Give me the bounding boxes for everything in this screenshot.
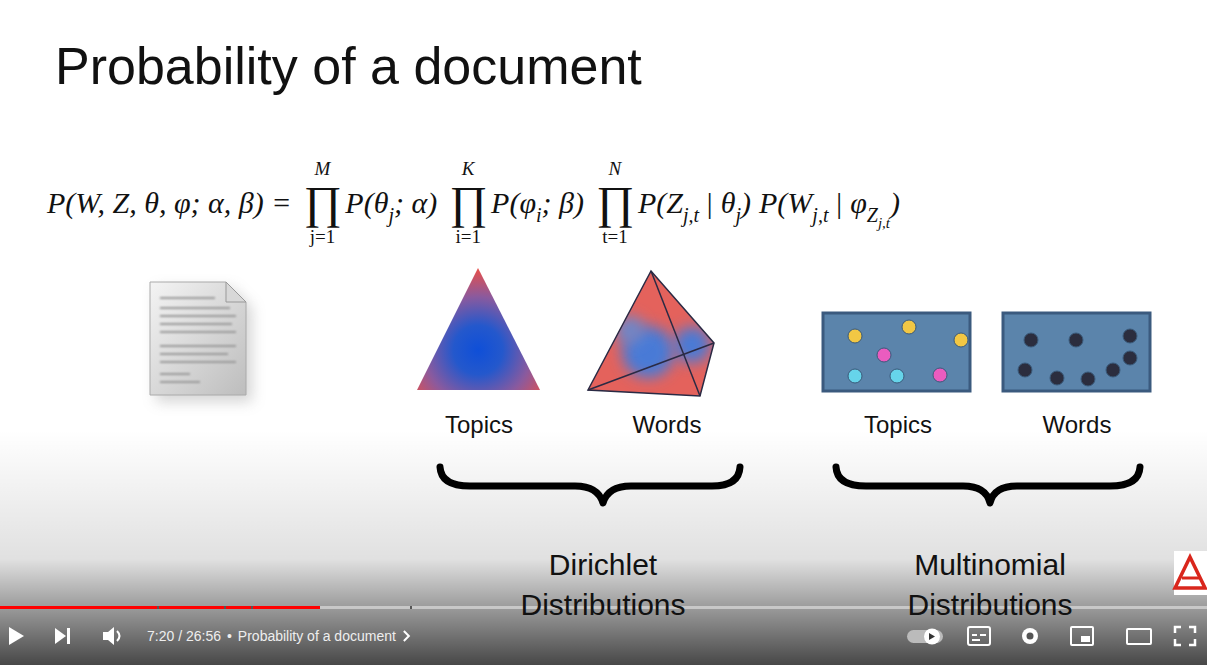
product-symbol: ∏ bbox=[449, 180, 487, 226]
axis-label: Topics bbox=[864, 411, 932, 440]
formula-text: ; β) bbox=[542, 186, 584, 221]
product-operator: K∏i=1 bbox=[449, 158, 487, 248]
group-label: Multinomial Distributions bbox=[875, 545, 1105, 625]
video-time: 7:20 / 26:56 bbox=[147, 628, 221, 645]
formula-term: P(θj; α) bbox=[345, 186, 437, 221]
formula-text: P(θ bbox=[345, 186, 388, 221]
axis-label: Topics bbox=[445, 411, 513, 440]
formula-text: | θ bbox=[705, 186, 735, 221]
product-symbol: ∏ bbox=[596, 180, 634, 226]
product-limit: N bbox=[609, 158, 622, 180]
player-controls bbox=[9, 627, 1195, 645]
document-icon bbox=[150, 282, 252, 402]
product-symbol: ∏ bbox=[303, 180, 341, 226]
formula-text: P(W, Z, θ, φ; α, β) = bbox=[47, 186, 291, 221]
subscript: j bbox=[388, 204, 394, 227]
word-samples bbox=[1003, 313, 1150, 391]
formula-text: P(W bbox=[759, 186, 812, 221]
axis-label: Words bbox=[633, 411, 702, 440]
slide-title: Probability of a document bbox=[55, 36, 642, 96]
subscript: j bbox=[735, 204, 741, 227]
subscript: Z bbox=[867, 204, 878, 227]
channel-logo bbox=[1174, 551, 1207, 595]
simplex-tetrahedron bbox=[588, 271, 714, 396]
product-operator: M∏j=1 bbox=[303, 158, 341, 248]
formula-text: P(φ bbox=[491, 186, 536, 221]
axis-label: Words bbox=[1043, 411, 1112, 440]
formula-text: | φ bbox=[834, 186, 866, 221]
product-limit: j=1 bbox=[310, 226, 336, 248]
product-operator: N∏t=1 bbox=[596, 158, 634, 248]
product-limit: i=1 bbox=[455, 226, 481, 248]
player-shade bbox=[0, 430, 1207, 665]
formula: P(W, Z, θ, φ; α, β) =M∏j=1P(θj; α)K∏i=1P… bbox=[47, 148, 900, 258]
product-limit: t=1 bbox=[602, 226, 628, 248]
product-limit: K bbox=[462, 158, 475, 180]
simplex-triangle bbox=[417, 268, 540, 390]
separator-dot: • bbox=[227, 628, 232, 645]
formula-term: P(Zj,t| θj)P(Wj,t| φZj,t) bbox=[638, 186, 900, 221]
subscript: j,t bbox=[683, 204, 699, 227]
subscript: j,t bbox=[878, 215, 890, 232]
chapter-title: Probability of a document bbox=[238, 628, 396, 645]
group-label: Dirichlet Distributions bbox=[488, 545, 718, 625]
subscript: i bbox=[536, 204, 542, 227]
formula-text: ) bbox=[890, 186, 900, 221]
formula-text: ; α) bbox=[394, 186, 437, 221]
formula-term: P(W, Z, θ, φ; α, β) = bbox=[47, 186, 291, 221]
formula-text: P(Z bbox=[638, 186, 683, 221]
topic-samples bbox=[823, 313, 970, 391]
formula-term: P(φi; β) bbox=[491, 186, 584, 221]
subscript: j,t bbox=[812, 204, 828, 227]
formula-text: ) bbox=[741, 186, 751, 221]
product-limit: M bbox=[315, 158, 331, 180]
